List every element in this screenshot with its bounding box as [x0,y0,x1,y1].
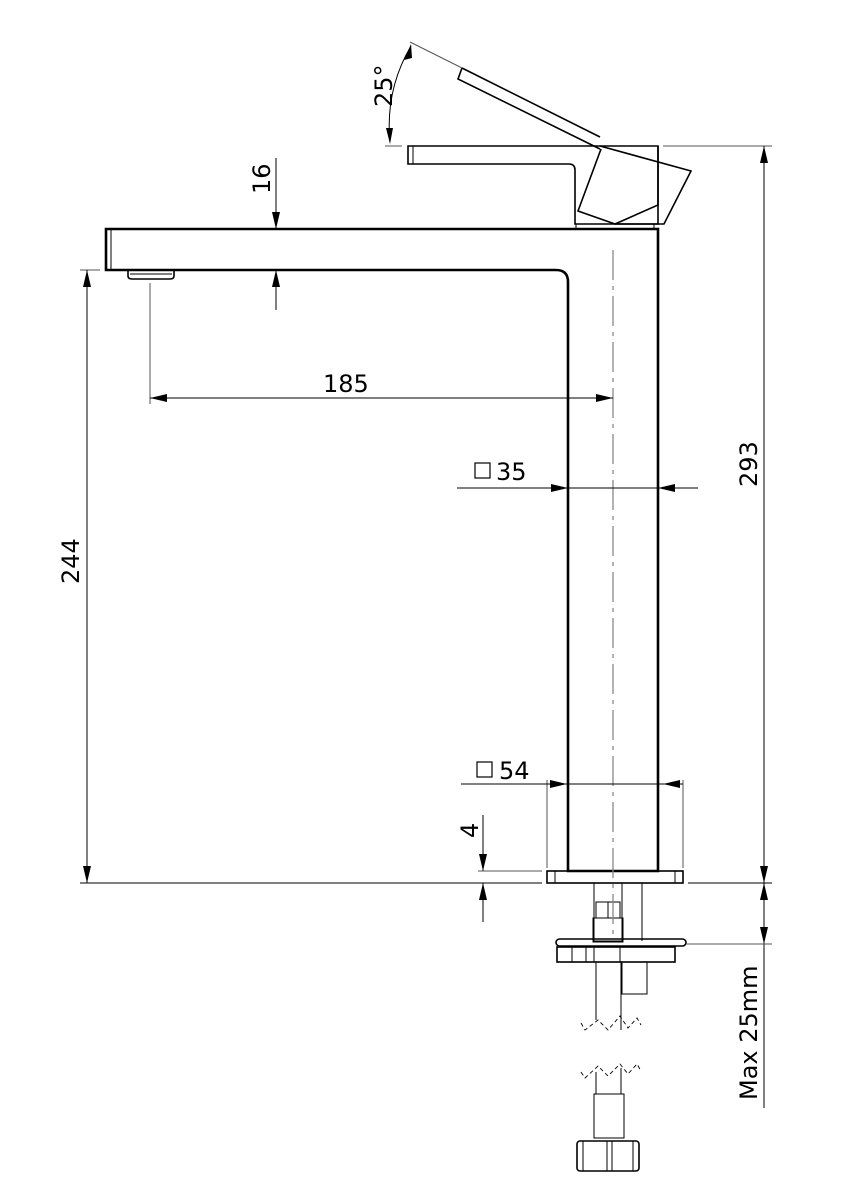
dim-spout-thickness: 16 [248,158,280,310]
label-base-plate: 4 [456,823,484,838]
dim-spout-height: 244 [57,269,542,884]
dim-lever-angle: 25° [370,41,463,147]
dim-base-plate: 4 [456,815,542,922]
label-max-bench-thickness: Max 25mm [735,965,763,1100]
label-overall-height: 293 [735,441,763,487]
dim-body-square: 35 [457,458,698,492]
label-lever-angle: 25° [370,64,398,107]
label-spout-height: 244 [57,538,85,584]
label-body-square: 35 [496,458,527,486]
lever-handle [407,67,693,229]
label-spout-reach: 185 [323,370,369,398]
label-spout-thickness: 16 [248,163,276,194]
under-bench-fittings [555,882,687,1172]
dim-base-square: 54 [461,757,684,868]
dim-overall-height: 293 [663,145,772,884]
dim-max-bench: Max 25mm [686,883,772,1108]
dim-spout-reach: 185 [149,283,613,404]
tap-body [104,227,684,884]
label-base-square: 54 [499,757,530,785]
